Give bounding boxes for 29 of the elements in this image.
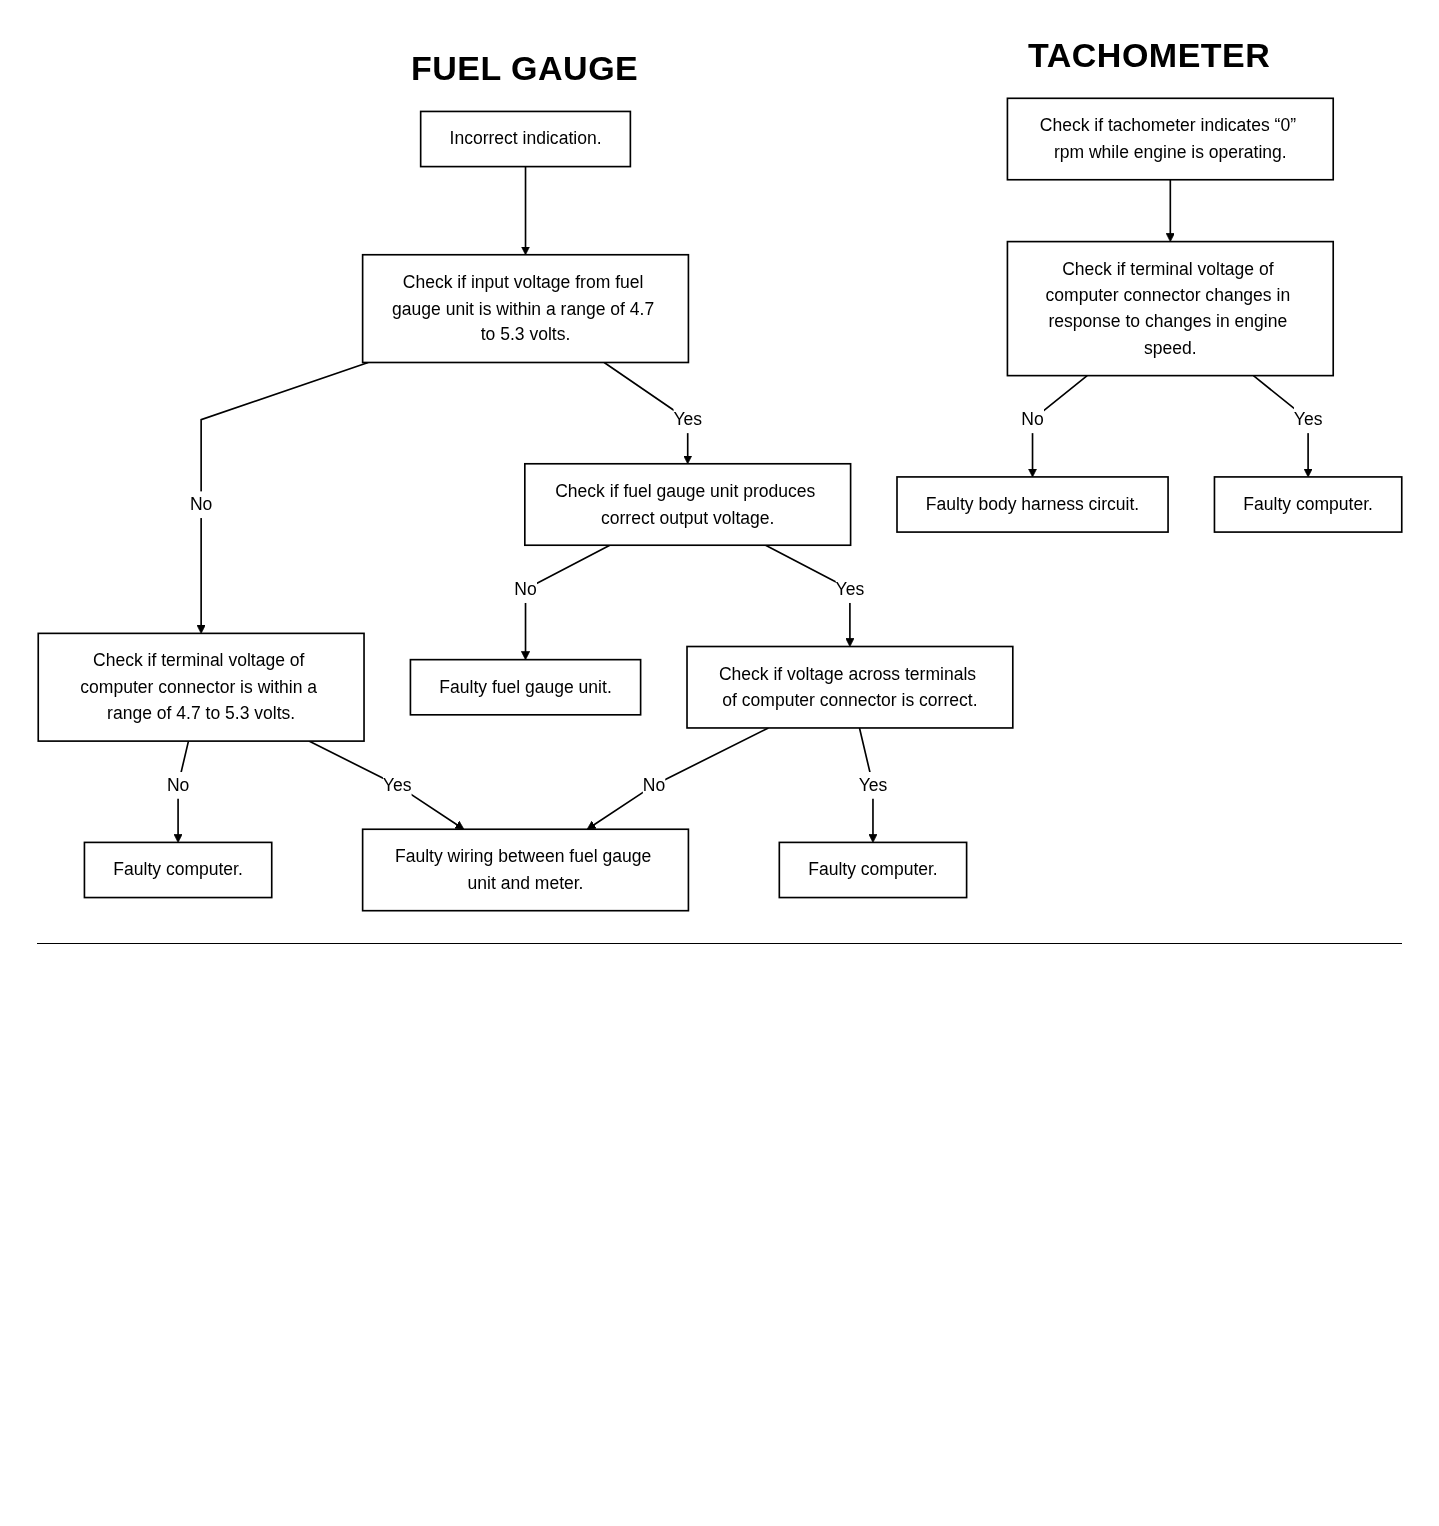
- node-box: Faulty fuel gauge unit.: [409, 658, 641, 716]
- node-box: Faulty body harness circuit.: [895, 476, 1169, 533]
- edge-label: No: [1020, 409, 1044, 430]
- edge-label: No: [166, 775, 189, 795]
- title: FUEL GAUGE: [411, 49, 639, 88]
- node-box: Check if input voltage from fuel gauge unit is within a range of 4.7 to 5.3 volts.: [361, 253, 689, 364]
- edge-label: No: [513, 579, 537, 599]
- node-box: Faulty computer.: [83, 841, 273, 899]
- section-heading: TACHOMETER: [1028, 36, 1271, 75]
- node-box: Check if terminal voltage of computer connector changes in response to changes in engine speed.: [1006, 240, 1334, 377]
- node-box: Faulty computer.: [1213, 476, 1403, 533]
- node-box: Check if tachometer indicates “0” rpm while engine is operating.: [1006, 97, 1334, 181]
- arrow: [1165, 178, 1175, 242]
- edge-label: No: [189, 494, 212, 515]
- node-box: Faulty computer.: [778, 841, 967, 899]
- node-box: Incorrect indication.: [419, 110, 631, 168]
- edge-label: Yes: [382, 775, 411, 795]
- arrow: [586, 727, 769, 830]
- edge-label: Yes: [1293, 409, 1322, 430]
- node-box: Check if fuel gauge unit produces correct output voltage.: [523, 462, 851, 547]
- node-box: Faulty wiring between fuel gauge unit and meter.: [361, 828, 689, 912]
- edge-label: Yes: [835, 579, 864, 599]
- arrow: [520, 165, 530, 256]
- edge-label: No: [642, 775, 665, 795]
- arrow: [196, 361, 369, 634]
- edge-label: Yes: [858, 775, 887, 795]
- edge-label: Yes: [672, 409, 702, 430]
- node-box: Check if terminal voltage of computer connector is within a range of 4.7 to 5.3 volts.: [36, 632, 365, 742]
- node-box: Check if voltage across terminals of computer connector is correct.: [685, 645, 1014, 729]
